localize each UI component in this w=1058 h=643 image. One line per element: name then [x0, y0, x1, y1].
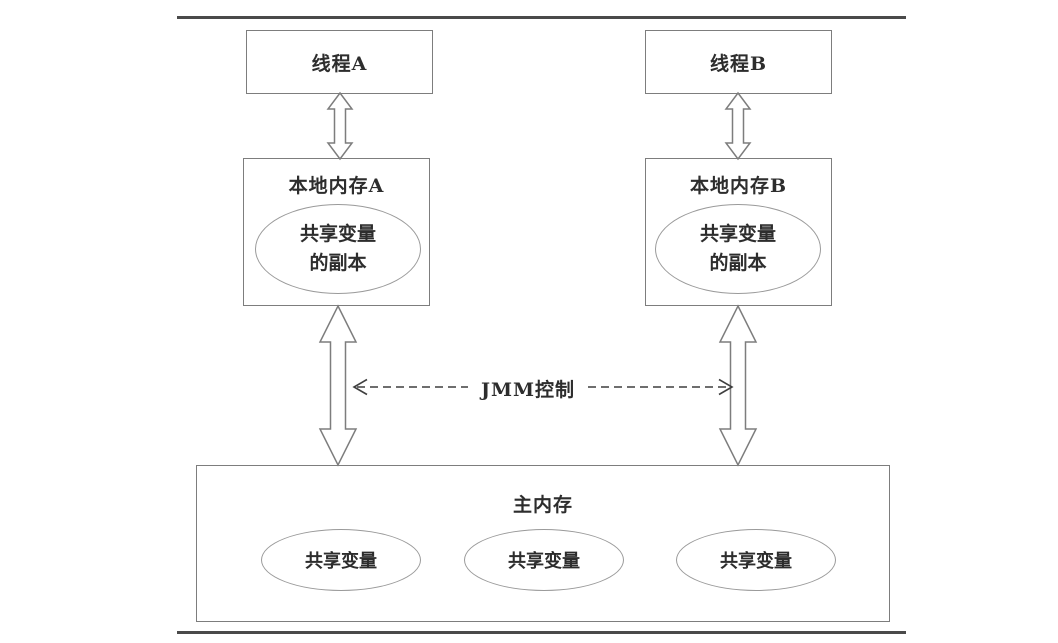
shared-copy-b-line1: 共享变量 — [699, 223, 776, 245]
top-rule — [177, 16, 906, 19]
local-a-main-memory-arrow-icon — [318, 304, 358, 467]
shared-copy-a-line2: 的副本 — [309, 252, 367, 274]
local-memory-b-box: 本地内存B 共享变量 的副本 — [645, 158, 832, 306]
jmm-left-arrowhead-icon — [352, 378, 368, 396]
thread-b-box: 线程B — [645, 30, 832, 94]
shared-copy-a-ellipse: 共享变量 的副本 — [255, 204, 421, 294]
jmm-control-label: JMM控制 — [468, 375, 588, 402]
local-memory-a-box: 本地内存A 共享变量 的副本 — [243, 158, 430, 306]
thread-a-label: 线程A — [311, 52, 368, 75]
shared-copy-b-line2: 的副本 — [709, 252, 767, 274]
local-b-main-memory-arrow-icon — [718, 304, 758, 467]
shared-variable-3-label: 共享变量 — [720, 551, 792, 572]
shared-variable-ellipse-2: 共享变量 — [464, 529, 624, 591]
main-memory-box: 主内存 共享变量 共享变量 共享变量 — [196, 465, 890, 622]
bottom-rule — [177, 631, 906, 634]
local-memory-a-label: 本地内存A — [288, 175, 385, 197]
shared-copy-b-ellipse: 共享变量 的副本 — [655, 204, 821, 294]
thread-b-local-b-arrow-icon — [724, 91, 752, 161]
local-memory-b-label: 本地内存B — [689, 175, 788, 197]
shared-variable-2-label: 共享变量 — [508, 551, 580, 572]
shared-copy-a-line1: 共享变量 — [299, 223, 376, 245]
shared-variable-ellipse-3: 共享变量 — [676, 529, 836, 591]
shared-variable-1-label: 共享变量 — [305, 551, 377, 572]
thread-a-local-a-arrow-icon — [326, 91, 354, 161]
main-memory-label: 主内存 — [512, 494, 573, 516]
jmm-right-arrowhead-icon — [718, 378, 734, 396]
shared-variable-ellipse-1: 共享变量 — [261, 529, 421, 591]
thread-b-label: 线程B — [709, 52, 768, 75]
